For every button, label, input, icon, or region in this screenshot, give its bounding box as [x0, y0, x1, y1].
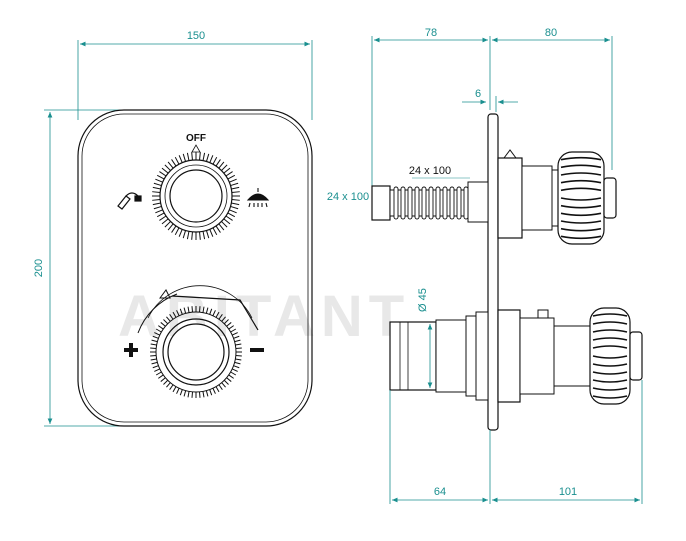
- diameter-dimension-label: Ø 45: [417, 288, 429, 312]
- diverter-knob: [152, 152, 240, 240]
- off-label: OFF: [186, 133, 206, 144]
- diverter-knob-grip: [152, 152, 240, 240]
- thermostat-pointer-icon: [159, 289, 171, 299]
- cover-plate-inner: [81, 113, 309, 423]
- top-body: [371, 149, 617, 245]
- cover-plate-side: [487, 113, 499, 431]
- plate-thickness-label: 6: [475, 88, 481, 100]
- thermostat-knob-grip: [150, 306, 242, 398]
- shower-head-icon: [246, 188, 270, 208]
- diverter-knob-side: [557, 151, 605, 245]
- thermostat-knob-side: [589, 307, 631, 405]
- top-right-dimension-label: 80: [545, 27, 557, 39]
- side-view: 78 80 6 24 x 100 24 x 100: [327, 27, 643, 504]
- off-pointer-icon: [191, 144, 201, 153]
- watermark: ABITANT: [118, 284, 410, 349]
- svg-text:−: −: [0, 0, 6, 3]
- thermostat-knob: [150, 306, 242, 398]
- bottom-left-dimension-label: 64: [434, 486, 446, 498]
- pipe-dimension-label: 24 x 100: [409, 165, 451, 177]
- bottom-body: [389, 307, 643, 405]
- top-left-dimension-label: 78: [425, 27, 437, 39]
- width-dimension-label: 150: [187, 30, 205, 42]
- temperature-scale-wedge: [171, 295, 259, 331]
- height-dimension-label: 200: [33, 259, 45, 277]
- plus-icon: +: [124, 343, 138, 357]
- inlet-pipe-ribs: [389, 186, 469, 220]
- cover-plate-outer: [77, 109, 313, 427]
- front-view: 150 200 OFF: [0, 0, 313, 427]
- inlet-dimension-label: 24 x 100: [327, 191, 369, 203]
- bottom-right-dimension-label: 101: [559, 486, 577, 498]
- hand-shower-icon: [117, 192, 142, 210]
- minus-icon: −: [0, 0, 264, 352]
